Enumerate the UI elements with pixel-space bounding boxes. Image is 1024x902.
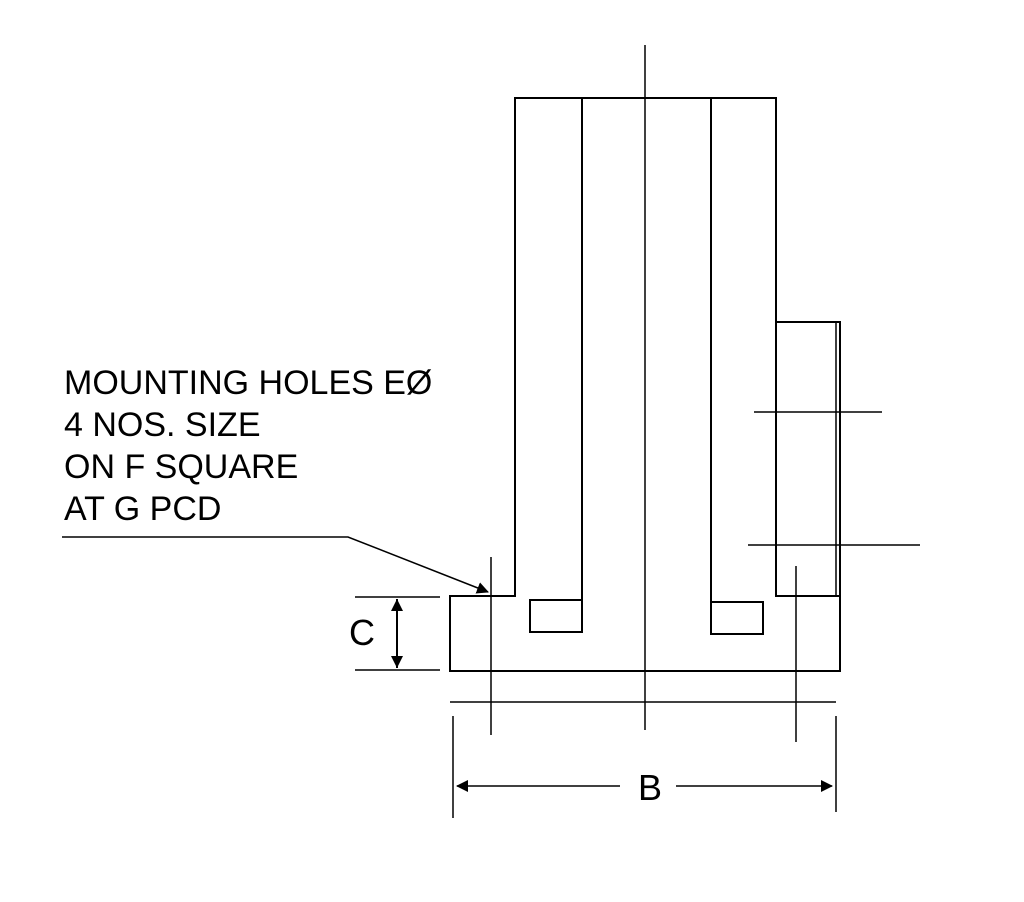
side-projection <box>775 321 841 597</box>
note-line-3: ON F SQUARE <box>64 448 298 486</box>
housing-outline <box>514 97 777 596</box>
dim-c-label: C <box>349 612 375 653</box>
dim-b-label: B <box>638 767 662 808</box>
note-line-1: MOUNTING HOLES EØ <box>64 364 432 402</box>
left-slot <box>529 599 583 633</box>
note-line-4: AT G PCD <box>64 490 221 528</box>
flange-outline <box>449 595 841 672</box>
note-leader-line <box>62 536 489 594</box>
note-line-2: 4 NOS. SIZE <box>64 406 261 444</box>
right-slot <box>710 601 764 635</box>
